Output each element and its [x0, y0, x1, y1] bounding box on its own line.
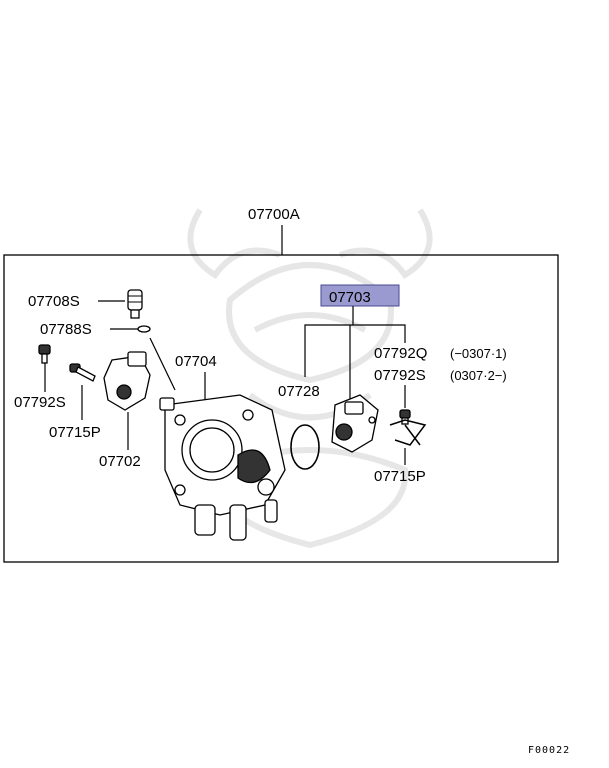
note-07792Q: (−0307·1)	[450, 346, 507, 361]
label-07715P-left: 07715P	[49, 424, 101, 441]
label-07715P-right: 07715P	[374, 468, 426, 485]
part-07728-gasket	[290, 424, 320, 470]
label-07708S: 07708S	[28, 293, 80, 310]
part-07715P-right-bracket	[389, 419, 427, 446]
leader-07788S-to-body	[149, 337, 176, 391]
part-07702-sensor	[103, 351, 151, 411]
part-07788S	[137, 325, 151, 333]
label-07728: 07728	[278, 383, 320, 400]
label-07702: 07702	[99, 453, 141, 470]
label-07792Q: 07792Q	[374, 345, 427, 362]
part-07715P-left	[69, 363, 96, 382]
diagram-frame	[3, 254, 559, 563]
part-07704-throttle-body	[159, 394, 286, 541]
label-07788S: 07788S	[40, 321, 92, 338]
part-07708S	[127, 289, 143, 319]
label-07792S-left: 07792S	[14, 394, 66, 411]
leader-07703-branch	[304, 324, 406, 377]
label-07703[interactable]: 07703	[329, 289, 371, 306]
part-07792S-left	[38, 344, 51, 364]
note-07792S-right: (0307·2−)	[450, 368, 507, 383]
figure-code: F00022	[528, 745, 570, 756]
highlight-07703-box[interactable]	[320, 284, 400, 307]
label-07700A: 07700A	[248, 206, 300, 223]
part-07703-isc	[331, 394, 379, 453]
label-07704: 07704	[175, 353, 217, 370]
label-07792S-right: 07792S	[374, 367, 426, 384]
